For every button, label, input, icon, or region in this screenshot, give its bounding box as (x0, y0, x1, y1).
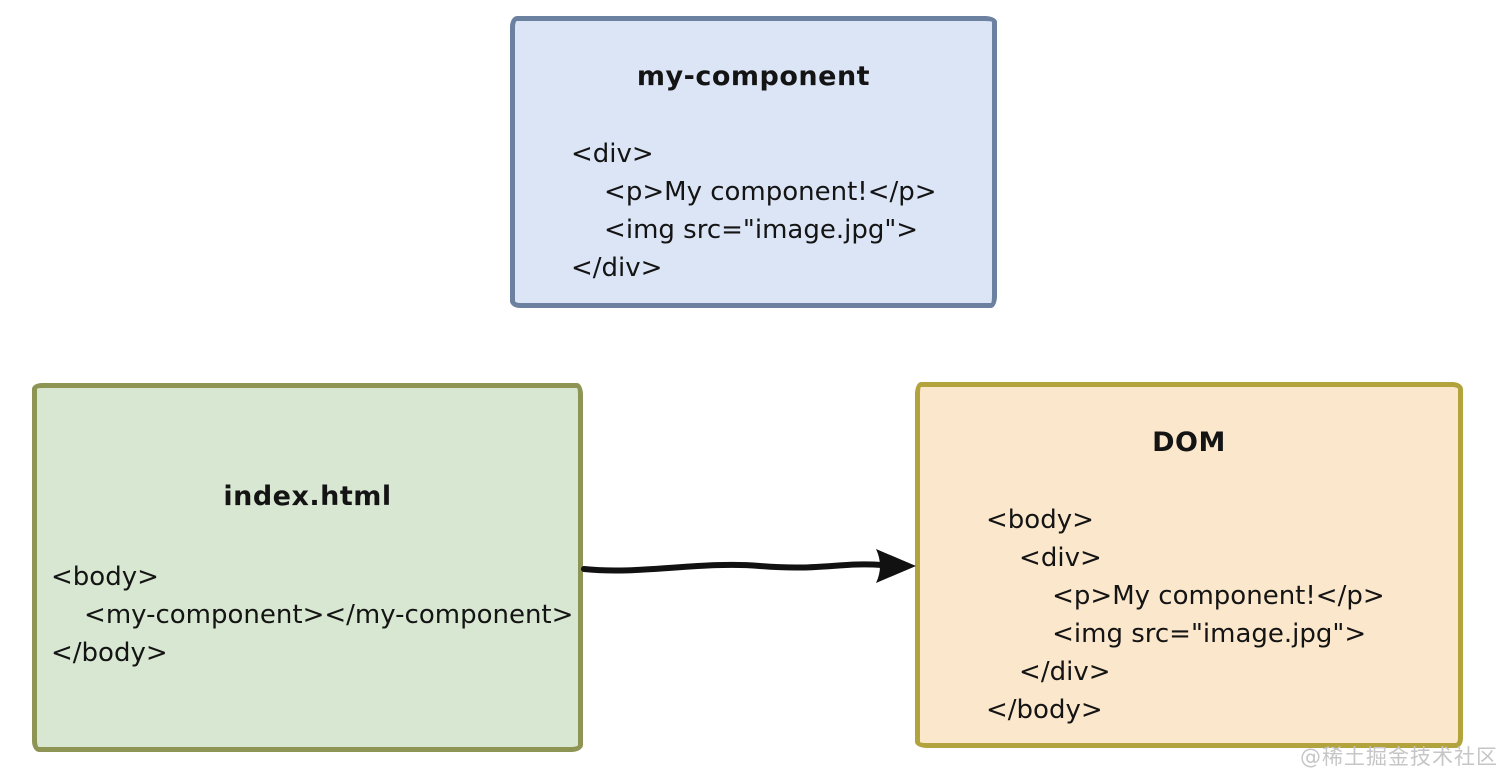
index-html-box-title: index.html (223, 481, 392, 512)
my-component-box-title: my-component (636, 61, 871, 92)
dom-box: DOM <body> <div> <p>My component!</p> <i… (915, 382, 1463, 748)
arrow-head (876, 549, 916, 583)
watermark: @稀土掘金技术社区 (1300, 745, 1498, 769)
my-component-box-code: <div> <p>My component!</p> <img src="ima… (571, 139, 937, 283)
dom-box-title: DOM (1152, 427, 1226, 458)
index-html-box: index.html <body> <my-component></my-com… (32, 383, 583, 752)
arrow-shaft (581, 561, 885, 574)
index-html-box-code: <body> <my-component></my-component> </b… (51, 562, 574, 668)
my-component-box: my-component <div> <p>My component!</p> … (510, 16, 997, 308)
dom-box-code: <body> <div> <p>My component!</p> <img s… (986, 505, 1385, 725)
